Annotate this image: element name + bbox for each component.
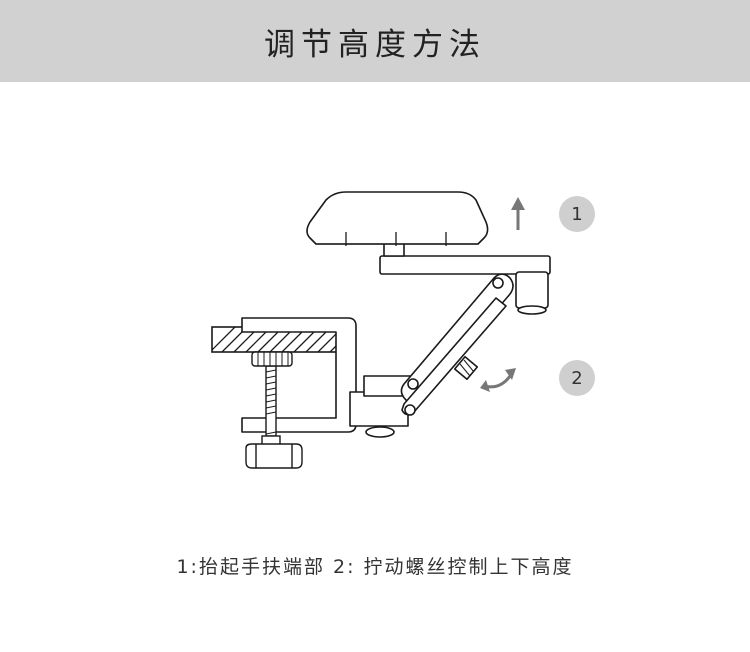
step-2-badge: 2 <box>559 360 595 396</box>
upper-bracket <box>379 255 551 315</box>
step-1-number: 1 <box>571 204 582 225</box>
step-1-badge: 1 <box>559 196 595 232</box>
rotate-arrow-icon <box>480 368 516 392</box>
clamp-screw <box>245 351 303 469</box>
step-2-number: 2 <box>571 368 582 389</box>
arm-linkage <box>363 273 514 416</box>
instruction-caption: 1:抬起手扶端部 2: 拧动螺丝控制上下高度 <box>176 556 574 578</box>
title-banner: 调节高度方法 <box>0 0 750 82</box>
up-arrow-icon <box>511 197 525 230</box>
armrest-pad <box>306 191 489 257</box>
armrest-adjustment-diagram: 1 2 <box>0 82 750 532</box>
page-title: 调节高度方法 <box>264 26 486 63</box>
c-clamp <box>241 317 409 438</box>
